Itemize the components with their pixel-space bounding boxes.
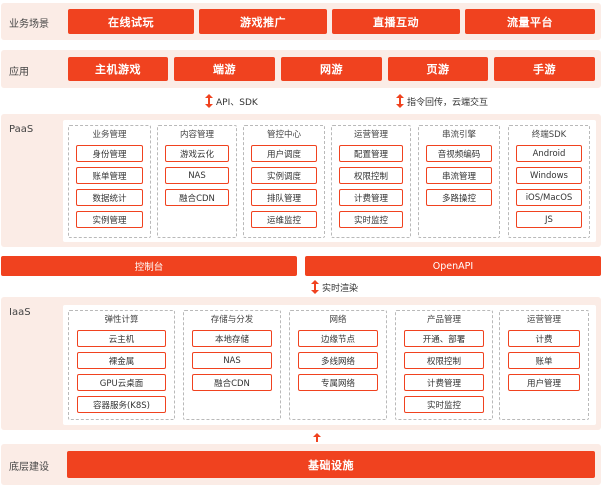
double-arrow-icon [205, 94, 213, 108]
group-title: 运营管理 [526, 315, 561, 325]
paas-group-content-mgmt: 内容管理 游戏云化 NAS 融合CDN [157, 125, 237, 238]
iaas-layer: IaaS 弹性计算 云主机 裸金属 GPU云桌面 容器服务(K8S) 存储与分发… [1, 297, 601, 430]
api-sdk-connector: API、SDK [205, 94, 258, 108]
app-item-console-games[interactable]: 主机游戏 [68, 57, 168, 81]
iaas-item-deploy[interactable]: 开通、部署 [404, 330, 484, 347]
business-item-game-promotion[interactable]: 游戏推广 [199, 9, 327, 34]
group-title: 运营管理 [353, 130, 388, 140]
iaas-group-ops-mgmt: 运营管理 计费 账单 用户管理 [499, 310, 589, 420]
iaas-item-dedicated[interactable]: 专属网络 [298, 374, 378, 391]
realtime-render-label: 实时渲染 [322, 283, 359, 294]
paas-item-windows[interactable]: Windows [516, 167, 582, 184]
paas-item-stats[interactable]: 数据统计 [76, 189, 143, 206]
base-layer: 底层建设 基础设施 [1, 444, 601, 485]
iaas-layer-label: IaaS [9, 307, 31, 318]
paas-item-nas[interactable]: NAS [165, 167, 229, 184]
iaas-panel: 弹性计算 云主机 裸金属 GPU云桌面 容器服务(K8S) 存储与分发 本地存储… [63, 305, 596, 425]
app-layer: 应用 主机游戏 端游 网游 页游 手游 [1, 50, 601, 88]
app-item-online-games[interactable]: 网游 [281, 57, 382, 81]
group-title: 内容管理 [179, 130, 214, 140]
app-item-web-games[interactable]: 页游 [388, 57, 488, 81]
command-connector: 指令回传，云端交互 [396, 94, 488, 108]
iaas-item-user-mgmt[interactable]: 用户管理 [508, 374, 580, 391]
paas-item-permission[interactable]: 权限控制 [339, 167, 403, 184]
paas-item-game-cloud[interactable]: 游戏云化 [165, 145, 229, 162]
business-item-traffic-platform[interactable]: 流量平台 [465, 9, 595, 34]
group-title: 管控中心 [266, 130, 301, 140]
paas-item-av-encode[interactable]: 音视频编码 [426, 145, 492, 162]
iaas-item-cdn[interactable]: 融合CDN [192, 374, 272, 391]
paas-layer: PaaS 业务管理 身份管理 账单管理 数据统计 实例管理 内容管理 游戏云化 … [1, 114, 601, 247]
paas-layer-label: PaaS [9, 124, 34, 135]
business-item-online-trial[interactable]: 在线试玩 [68, 9, 194, 34]
group-title: 终端SDK [531, 130, 567, 140]
group-title: 产品管理 [426, 315, 461, 325]
business-item-live-interaction[interactable]: 直播互动 [332, 9, 460, 34]
app-item-mobile-games[interactable]: 手游 [494, 57, 595, 81]
group-title: 业务管理 [92, 130, 127, 140]
paas-item-billing-mgmt[interactable]: 计费管理 [339, 189, 403, 206]
iaas-group-elastic-compute: 弹性计算 云主机 裸金属 GPU云桌面 容器服务(K8S) [68, 310, 175, 420]
base-layer-label: 底层建设 [9, 462, 49, 473]
paas-item-instance[interactable]: 实例管理 [76, 211, 143, 228]
iaas-item-k8s[interactable]: 容器服务(K8S) [77, 396, 166, 413]
paas-item-ios-macos[interactable]: iOS/MacOS [516, 189, 582, 206]
paas-group-terminal-sdk: 终端SDK Android Windows iOS/MacOS JS [508, 125, 590, 238]
iaas-item-gpu-desktop[interactable]: GPU云桌面 [77, 374, 166, 391]
iaas-item-local-storage[interactable]: 本地存储 [192, 330, 272, 347]
iaas-group-product-mgmt: 产品管理 开通、部署 权限控制 计费管理 实时监控 [395, 310, 493, 420]
group-title: 网络 [329, 315, 347, 325]
iaas-group-network: 网络 边缘节点 多线网络 专属网络 [289, 310, 387, 420]
command-label: 指令回传，云端交互 [407, 97, 489, 108]
paas-item-ops-monitor[interactable]: 运维监控 [251, 211, 317, 228]
paas-item-multi-control[interactable]: 多路操控 [426, 189, 492, 206]
paas-item-identity[interactable]: 身份管理 [76, 145, 143, 162]
infrastructure-bar[interactable]: 基础设施 [67, 451, 595, 478]
paas-item-instance-dispatch[interactable]: 实例调度 [251, 167, 317, 184]
paas-group-ops-mgmt: 运营管理 配置管理 权限控制 计费管理 实时监控 [331, 125, 411, 238]
iaas-item-bare-metal[interactable]: 裸金属 [77, 352, 166, 369]
paas-item-user-dispatch[interactable]: 用户调度 [251, 145, 317, 162]
paas-group-stream-engine: 串流引擎 音视频编码 串流管理 多路操控 [418, 125, 500, 238]
iaas-item-permission[interactable]: 权限控制 [404, 352, 484, 369]
openapi-bar[interactable]: OpenAPI [305, 256, 601, 276]
up-arrow-icon [313, 433, 321, 442]
paas-item-android[interactable]: Android [516, 145, 582, 162]
iaas-item-realtime-monitor[interactable]: 实时监控 [404, 396, 484, 413]
group-title: 弹性计算 [104, 315, 139, 325]
paas-item-stream-mgmt[interactable]: 串流管理 [426, 167, 492, 184]
iaas-item-bill[interactable]: 账单 [508, 352, 580, 369]
paas-group-business-mgmt: 业务管理 身份管理 账单管理 数据统计 实例管理 [68, 125, 151, 238]
iaas-item-cloud-host[interactable]: 云主机 [77, 330, 166, 347]
iaas-item-fee[interactable]: 计费 [508, 330, 580, 347]
paas-panel: 业务管理 身份管理 账单管理 数据统计 实例管理 内容管理 游戏云化 NAS 融… [63, 120, 596, 242]
iaas-item-edge-node[interactable]: 边缘节点 [298, 330, 378, 347]
paas-item-js[interactable]: JS [516, 211, 582, 228]
double-arrow-icon [396, 94, 404, 108]
app-layer-label: 应用 [9, 67, 29, 78]
console-bar[interactable]: 控制台 [1, 256, 297, 276]
business-layer: 业务场景 在线试玩 游戏推广 直播互动 流量平台 [1, 3, 601, 40]
iaas-group-storage: 存储与分发 本地存储 NAS 融合CDN [183, 310, 281, 420]
realtime-render-connector: 实时渲染 [311, 280, 358, 294]
group-title: 存储与分发 [210, 315, 254, 325]
api-sdk-label: API、SDK [216, 97, 258, 108]
paas-group-control-center: 管控中心 用户调度 实例调度 排队管理 运维监控 [243, 125, 325, 238]
paas-item-queue[interactable]: 排队管理 [251, 189, 317, 206]
iaas-item-nas[interactable]: NAS [192, 352, 272, 369]
paas-item-realtime-monitor[interactable]: 实时监控 [339, 211, 403, 228]
business-layer-label: 业务场景 [9, 19, 49, 30]
paas-item-config[interactable]: 配置管理 [339, 145, 403, 162]
iaas-item-billing-mgmt[interactable]: 计费管理 [404, 374, 484, 391]
iaas-item-multiline[interactable]: 多线网络 [298, 352, 378, 369]
paas-item-billing[interactable]: 账单管理 [76, 167, 143, 184]
paas-item-cdn[interactable]: 融合CDN [165, 189, 229, 206]
app-item-client-games[interactable]: 端游 [174, 57, 275, 81]
group-title: 串流引擎 [441, 130, 476, 140]
double-arrow-icon [311, 280, 319, 294]
